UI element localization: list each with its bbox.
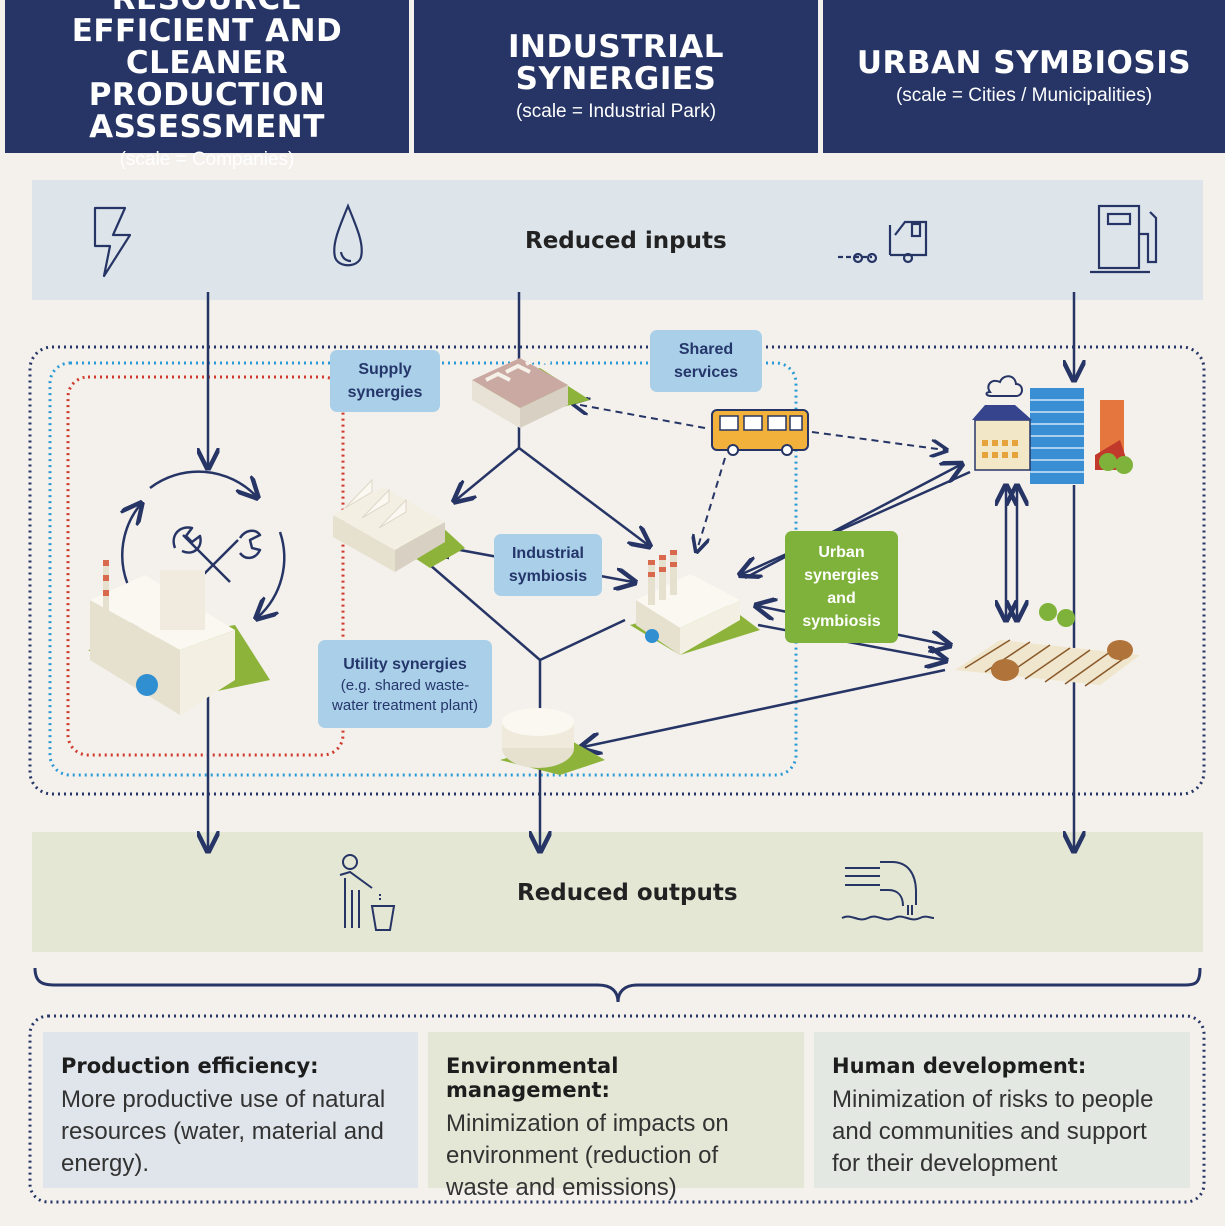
effluent-pipe-icon [841,861,935,921]
header-cities: URBAN SYMBIOSIS (scale = Cities / Munici… [823,0,1225,153]
urban-boundary [28,345,1206,796]
city-illustration [972,375,1133,484]
urban-synergies-bubble: Urban synergies and symbiosis [785,531,898,643]
header-industrial-park: INDUSTRIAL SYNERGIES (scale = Industrial… [414,0,818,153]
outcome-title: Human development: [832,1054,1087,1078]
fuel-pump-icon [1090,204,1158,274]
utility-synergies-subtitle: (e.g. shared waste-water treatment plant… [332,676,478,714]
company-factory-illustration [88,560,270,715]
water-drop-icon [333,203,363,267]
header-title: RESOURCE EFFICIENT AND CLEANER PRODUCTIO… [71,0,343,145]
water-treatment-tank-illustration [500,708,605,775]
truck-icon [838,220,928,264]
outcome-card-human: Human development: Minimization of risks… [814,1032,1190,1188]
outcome-card-production: Production efficiency: More productive u… [43,1032,418,1188]
shared-services-bubble: Shared services [650,330,762,392]
utility-synergies-title: Utility synergies [343,655,467,673]
supply-synergies-bubble: Supply synergies [330,350,440,412]
outcome-body: More productive use of natural resources… [61,1086,386,1177]
header-title: URBAN SYMBIOSIS [856,44,1192,81]
outcome-body: Minimization of risks to people and comm… [832,1086,1154,1177]
reduced-inputs-label: Reduced inputs [525,228,727,254]
outcome-title: Environmental management: [446,1054,619,1102]
header-scale: (scale = Cities / Municipalities) [895,84,1153,106]
outcome-body: Minimization of impacts on environment (… [446,1110,729,1201]
reduced-inputs-band [32,180,1203,300]
central-factory-illustration [630,550,760,655]
reduced-outputs-band [32,832,1203,952]
bus-illustration [711,409,809,456]
warehouse-illustration [472,355,590,428]
lightning-icon [93,206,132,278]
person-waste-bin-icon [339,854,396,931]
industrial-symbiosis-bubble: Industrial symbiosis [494,534,602,596]
header-scale: (scale = Industrial Park) [515,100,717,122]
farmland-illustration [955,603,1140,687]
reduced-outputs-label: Reduced outputs [517,880,738,906]
utility-synergies-bubble: Utility synergies (e.g. shared waste-wat… [318,640,492,728]
curly-brace [33,967,1202,1003]
header-scale: (scale = Companies) [119,148,295,170]
outcome-card-environment: Environmental management: Minimization o… [428,1032,804,1201]
outcome-title: Production efficiency: [61,1054,319,1078]
sawtooth-factory-illustration [333,478,465,572]
header-companies: RESOURCE EFFICIENT AND CLEANER PRODUCTIO… [5,0,409,170]
header-title: INDUSTRIAL SYNERGIES [507,28,724,97]
